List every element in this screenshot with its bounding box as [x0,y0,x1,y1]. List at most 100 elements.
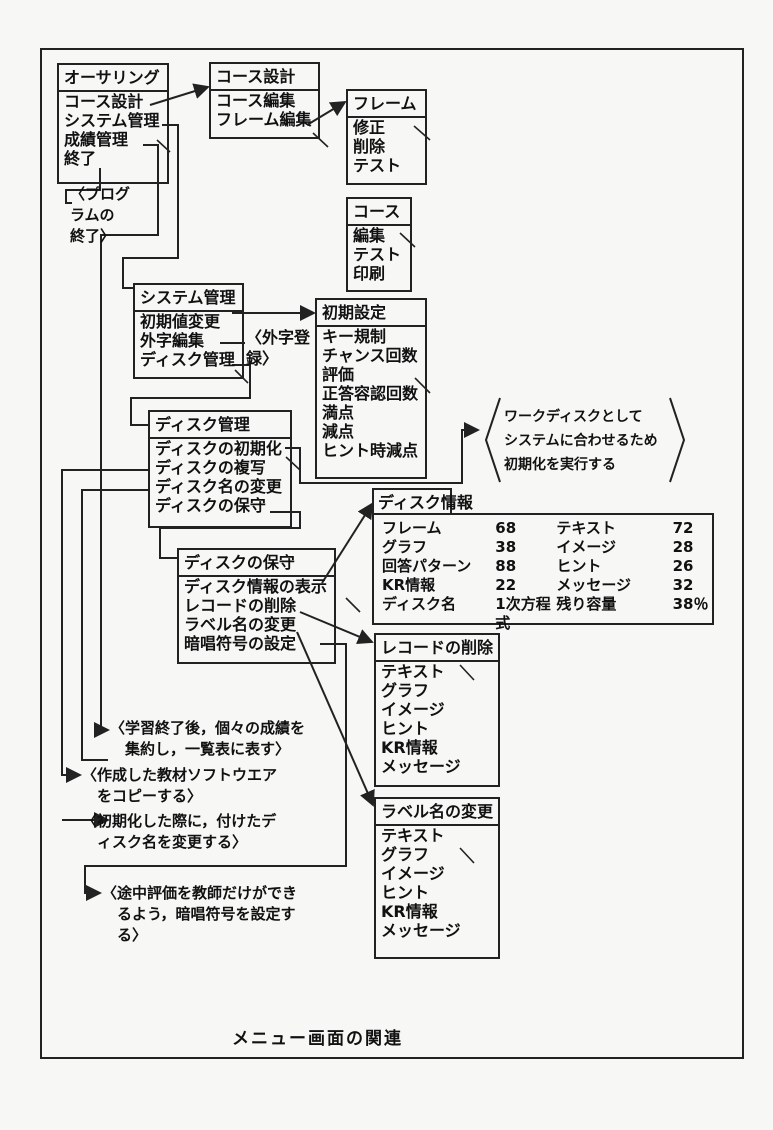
menu-item: テキスト [381,662,445,681]
note-rename: 〈初期化した際に，付けたデ ィスク名を変更する〉 [82,812,277,851]
disk-info-cell: 72 [672,519,694,537]
menu-item: ヒント [381,719,430,738]
menu-item: 初期値変更 [140,312,221,331]
disk-info-cell: 1次方程式 [495,595,551,632]
disk-info-cell: 38％ [672,595,709,613]
menu-item: ディスクの初期化 [155,439,282,458]
menu-item: グラフ [381,845,430,864]
disk-info-cell: 88 [495,557,517,575]
menu-disk-management: ディスク管理 ディスクの初期化 ディスクの複写 ディスク名の変更 ディスクの保守 [148,410,292,528]
disk-info-cell: ディスク名 [382,595,456,613]
menu-item: イメージ [381,864,445,883]
menu-item: テスト [353,156,402,175]
menu-item: チャンス回数 [322,346,418,365]
menu-item: フレーム編集 [216,110,312,129]
menu-item: メッセージ [381,921,461,940]
disk-info-cell: グラフ [382,538,428,556]
menu-item: KR情報 [381,902,438,921]
link-rename [81,489,148,761]
disk-info-title: ディスク情報 [372,488,473,515]
link-copy [61,469,148,783]
disk-info-cell: 28 [672,538,694,556]
menu-title: レコードの削除 [376,635,498,662]
link-authoring-course [149,83,210,106]
disk-info-cell: KR情報 [382,576,436,594]
menu-frame: フレーム 修正 削除 テスト [346,89,427,185]
note-copy: 〈作成した教材ソフトウエア をコピーする〉 [82,766,278,805]
menu-authoring: オーサリング コース設計 システム管理 成績管理 終了 [57,63,169,184]
disk-info-row: ディスク名 1次方程式残り容量 38％ [374,595,712,633]
menu-item: 正答容認回数 [322,384,419,403]
menu-item: 評価 [322,365,355,384]
link-label [296,631,375,807]
menu-item: コース設計 [64,92,144,111]
menu-title: コース設計 [211,64,318,91]
menu-item: 編集 [353,226,386,245]
menu-item: ヒント時減点 [322,441,419,460]
disk-info-cell: テキスト [556,519,616,537]
disk-info-row: フレーム 68 テキスト 72 [374,519,712,538]
menu-item: 成績管理 [64,130,129,149]
menu-item: ディスク管理 [140,350,235,369]
menu-item: KR情報 [381,738,438,757]
disk-info-cell: イメージ [556,538,617,556]
menu-item: テキスト [381,826,445,845]
menu-title: システム管理 [135,285,242,312]
disk-info-row: 回答パターン 88 ヒント 26 [374,557,712,576]
link-diskinfo [321,502,374,584]
menu-item: 外字編集 [140,331,205,350]
disk-info-cell: 32 [672,576,694,594]
menu-item: コース編集 [216,91,296,110]
menu-item: 暗唱符号の設定 [184,634,297,653]
link-system [122,124,179,289]
menu-course-design: コース設計 コース編集 フレーム編集 [209,62,320,139]
menu-item: 修正 [353,118,386,137]
menu-item: ヒント [381,883,430,902]
link-course-frame [306,100,347,126]
link-password [84,643,347,901]
menu-title: フレーム [348,91,425,118]
menu-item: メッセージ [381,757,461,776]
disk-info-cell: フレーム [382,519,442,537]
menu-title: コース [348,199,410,226]
menu-title: オーサリング [59,65,167,92]
link-record [299,611,374,644]
note-program-end: 〈プログ ラムの 終了〉 [70,185,131,245]
outer-frame [40,48,744,1059]
menu-item: グラフ [381,681,430,700]
menu-item: ディスクの保守 [155,496,266,515]
bracket-right [669,397,686,483]
menu-title: ディスク管理 [150,412,290,439]
disk-info-cell: ヒント [556,557,602,575]
figure-caption: メニュー画面の関連 [232,1029,403,1049]
menu-record-delete: レコードの削除 テキスト グラフ イメージ ヒント KR情報 メッセージ [374,633,500,787]
disk-info-cell: 26 [672,557,694,575]
menu-item: レコードの削除 [184,596,297,615]
menu-item: イメージ [381,700,445,719]
disk-info-cell: 回答パターン [382,557,472,575]
note-gaiji: 〈外字登 録〉 [246,328,311,368]
menu-label-change: ラベル名の変更 テキスト グラフ イメージ ヒント KR情報 メッセージ [374,797,500,959]
disk-info-cell: 22 [495,576,517,594]
disk-info-cell: 残り容量 [556,595,617,613]
menu-item: テスト [353,245,402,264]
menu-item: 終了 [64,149,97,168]
menu-item: 削除 [353,137,386,156]
note-work-disk: ワークディスクとして システムに合わせるため 初期化を実行する [504,409,658,473]
menu-item: ディスク情報の表示 [184,577,327,596]
menu-item: 満点 [322,403,355,422]
menu-item: ラベル名の変更 [184,615,297,634]
link-diskmgmt [130,364,251,426]
link-init-note [285,422,480,484]
disk-info-row: グラフ 38 イメージ 28 [374,538,712,557]
menu-disk-maintenance: ディスクの保守 ディスク情報の表示 レコードの削除 ラベル名の変更 暗唱符号の設… [177,548,336,664]
menu-item: 印刷 [353,264,386,283]
menu-course: コース 編集 テスト 印刷 [346,197,412,292]
disk-info-cell: 38 [495,538,517,556]
menu-title: ラベル名の変更 [376,799,498,826]
note-grades: 〈学習終了後，個々の成績を 集約し，一覧表に表す〉 [110,719,306,758]
disk-info-cell: 68 [495,519,517,537]
